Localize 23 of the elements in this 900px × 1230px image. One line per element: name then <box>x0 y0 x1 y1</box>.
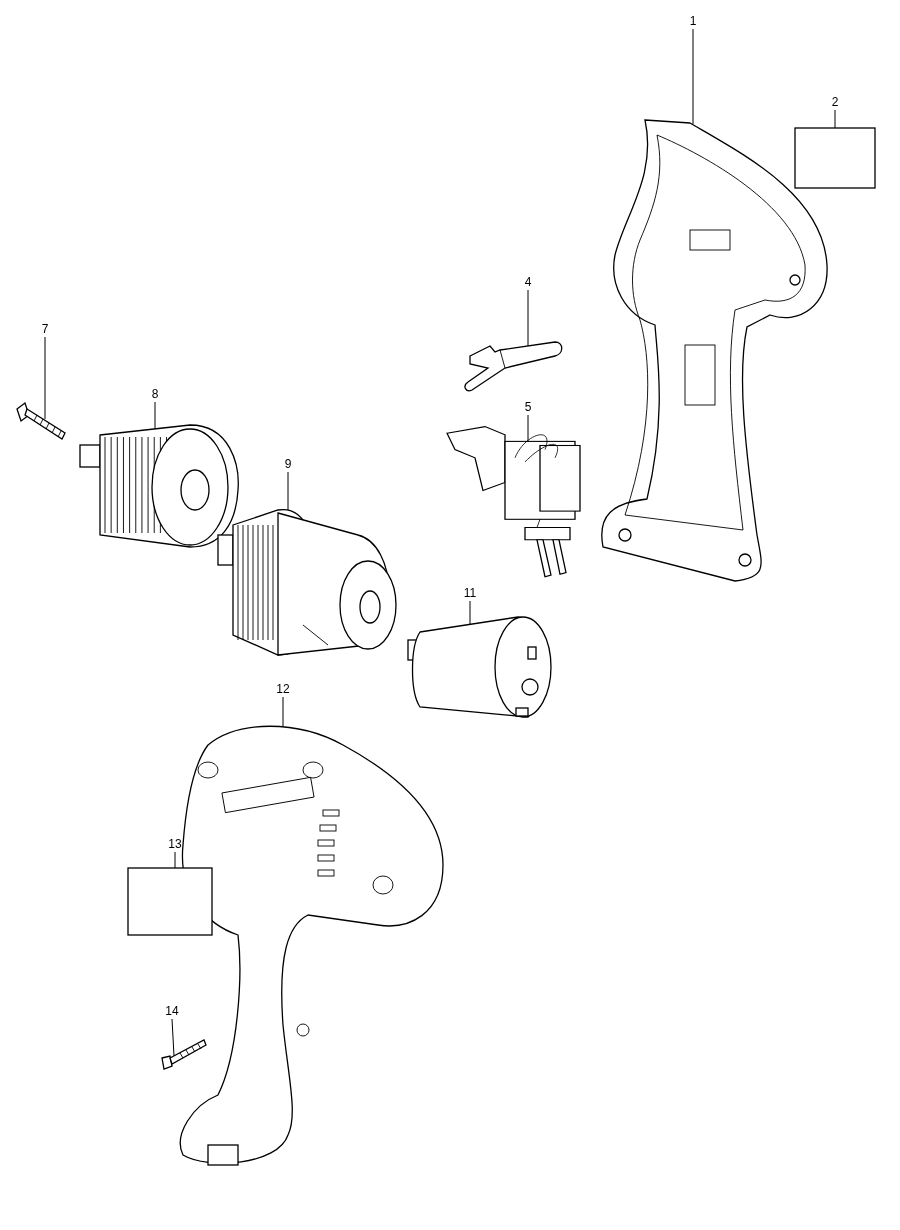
callout-number: 2 <box>823 95 847 110</box>
callout-number: 12 <box>271 682 295 697</box>
callout-number: 4 <box>516 275 540 290</box>
callout-number: 11 <box>458 586 482 601</box>
callout-number: 7 <box>33 322 57 337</box>
callout-number: 1 <box>681 14 705 29</box>
leader-line <box>171 1018 175 1057</box>
label-plate <box>128 868 212 935</box>
screw-drawing <box>160 1038 208 1072</box>
callout-number: 14 <box>160 1004 184 1019</box>
chuck-drawing <box>80 425 240 550</box>
label-plate <box>795 128 875 188</box>
leader-line <box>44 336 46 420</box>
callout-number: 13 <box>163 837 187 852</box>
callout-number: 8 <box>143 387 167 402</box>
leader-line <box>282 696 284 727</box>
leader-line <box>692 28 694 125</box>
callout-number: 9 <box>276 457 300 472</box>
leader-line <box>154 401 156 430</box>
leader-line <box>469 600 471 626</box>
callout-number: 5 <box>516 400 540 415</box>
leader-line <box>527 289 529 347</box>
leader-line <box>527 414 529 443</box>
